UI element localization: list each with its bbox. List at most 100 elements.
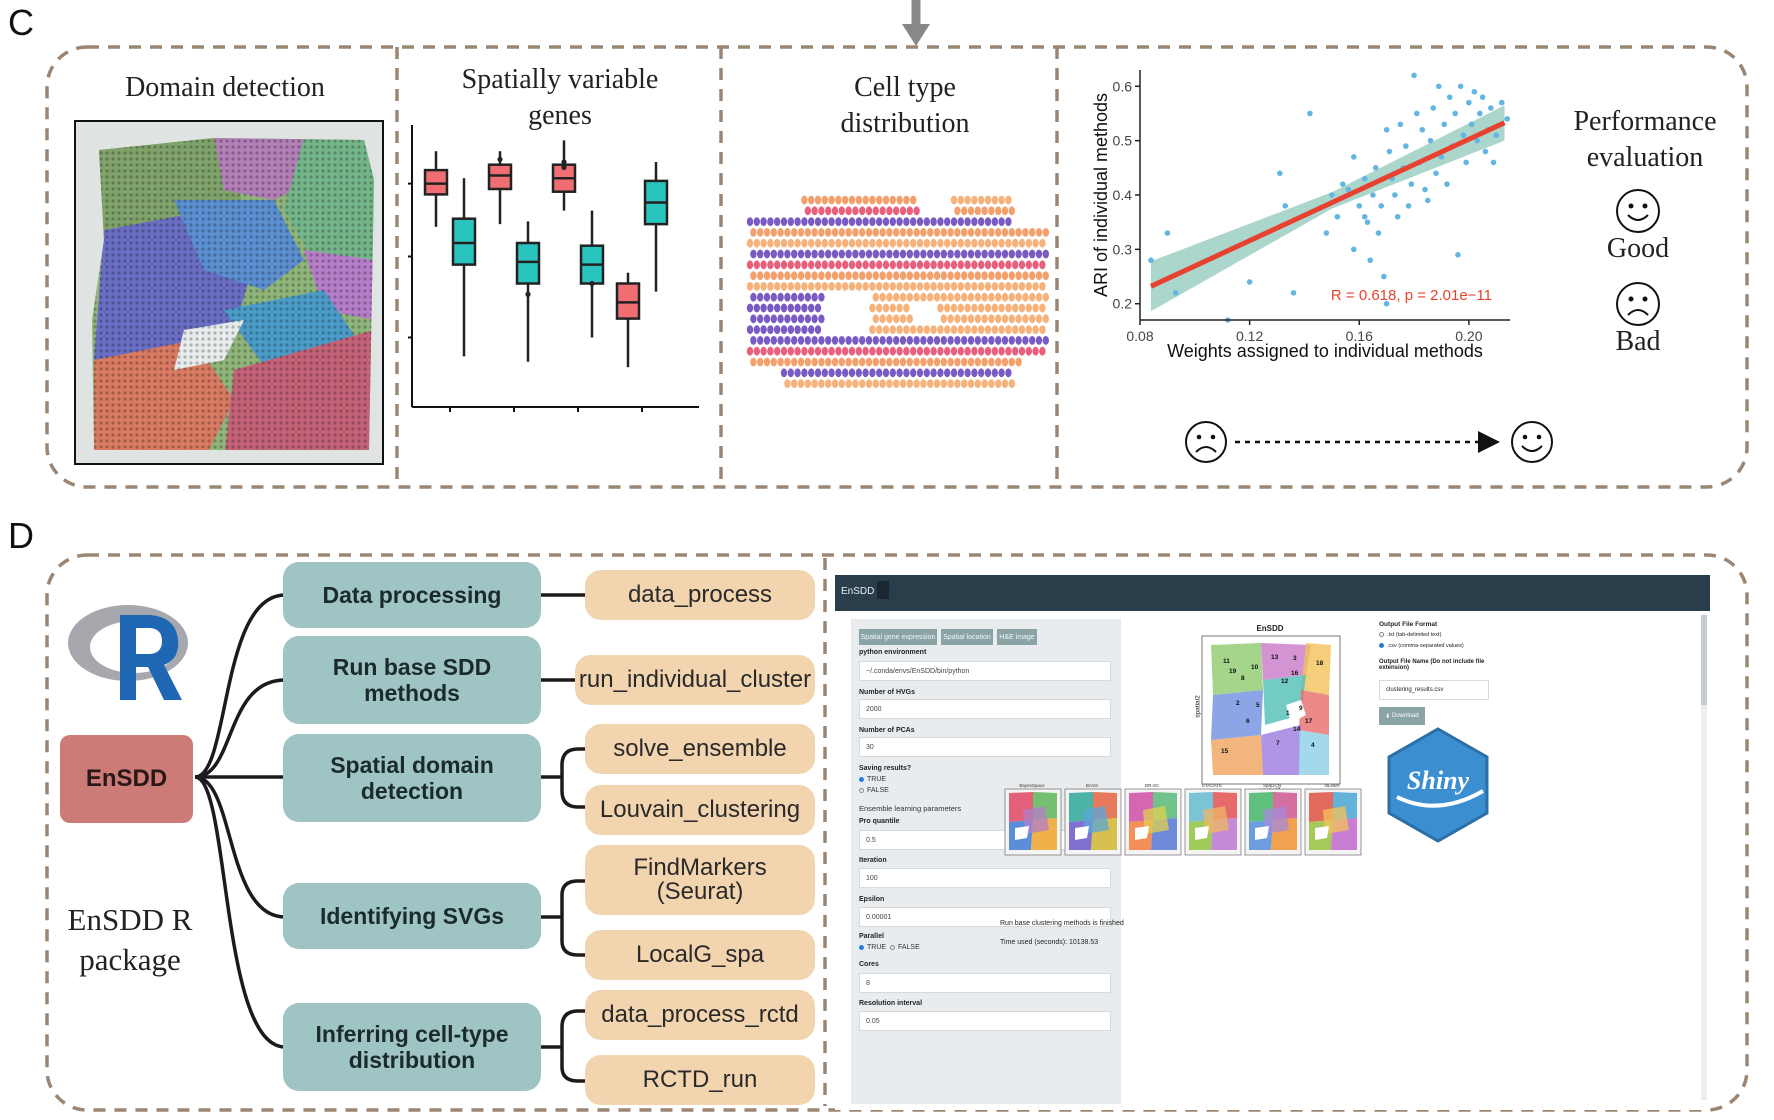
cell-spot — [770, 336, 777, 345]
cell-spot — [791, 228, 798, 237]
saving-true-radio[interactable]: TRUE — [859, 776, 886, 783]
cell-spot — [995, 379, 1002, 388]
cell-spot — [804, 228, 811, 237]
iteration-label: Iteration — [859, 857, 887, 864]
cell-spot — [1042, 292, 1049, 302]
cell-spot — [971, 368, 978, 378]
scatter-point — [1361, 213, 1368, 220]
cell-spot — [767, 346, 774, 356]
tab-he-image[interactable]: H&E image — [997, 629, 1037, 645]
cell-spot — [746, 303, 754, 313]
scatter-x-tick-label: 0.12 — [1236, 328, 1263, 344]
cell-spot — [961, 271, 968, 280]
cell-spot — [1042, 271, 1049, 280]
scatter-point — [1474, 137, 1480, 144]
cell-spot — [974, 228, 981, 237]
cell-spot — [998, 282, 1005, 291]
python-env-input[interactable]: ~/.conda/envs/EnSDD/bin/python — [859, 661, 1111, 681]
cell-spot — [838, 379, 845, 388]
cell-spot — [757, 228, 764, 237]
cell-spot — [906, 206, 913, 216]
cell-spot — [865, 249, 873, 259]
cell-spot — [923, 325, 930, 334]
saving-false-radio[interactable]: FALSE — [859, 787, 889, 794]
domain-detection-title: Domain detection — [125, 72, 325, 103]
cell-spot — [808, 303, 815, 313]
parallel-radio-group[interactable]: TRUE FALSE — [859, 944, 920, 951]
tab-spatial-gene-expression[interactable]: Spatial gene expression — [859, 629, 937, 645]
cell-spot — [899, 379, 907, 388]
scatter-point — [1493, 132, 1500, 139]
cores-input[interactable]: 8 — [859, 973, 1111, 993]
output-format-txt-radio[interactable]: .txt (tab-delimited text) — [1379, 632, 1441, 638]
cell-spot — [814, 238, 822, 248]
cell-spot — [804, 357, 811, 367]
cell-spot — [1042, 336, 1049, 345]
cell-spot — [794, 303, 801, 313]
cell-spot — [777, 357, 784, 367]
download-button[interactable]: ⬇ Download — [1379, 707, 1425, 725]
cell-spot — [1022, 314, 1029, 324]
resolution-input[interactable]: 0.05 — [859, 1011, 1111, 1031]
scatter-point — [1479, 94, 1486, 100]
cell-spot — [855, 238, 862, 248]
boxplot-box — [515, 221, 541, 362]
scatter-point — [1394, 213, 1401, 220]
epsilon-input[interactable]: 0.00001 — [859, 907, 1111, 927]
cell-spot — [981, 357, 988, 367]
cell-spot — [865, 206, 873, 216]
cell-spot — [991, 195, 998, 205]
cell-spot — [998, 325, 1005, 334]
cell-spot — [910, 325, 917, 334]
cell-spot — [906, 249, 913, 259]
cell-spot — [916, 238, 924, 248]
cell-spot — [794, 238, 801, 248]
tab-spatial-location[interactable]: Spatial location — [941, 629, 993, 645]
domain-detection-image — [74, 120, 384, 465]
cell-spot — [869, 346, 876, 356]
cluster-region — [1211, 735, 1263, 775]
cell-spot — [940, 314, 947, 324]
cell-spot — [804, 206, 811, 216]
cell-spot — [876, 195, 883, 205]
iteration-input[interactable]: 100 — [859, 868, 1111, 888]
boxplot-box — [643, 162, 669, 292]
cell-spot — [835, 282, 842, 291]
menu-toggle-button[interactable] — [877, 581, 889, 599]
boxplot-box — [451, 178, 477, 357]
cell-spot — [842, 238, 849, 248]
cell-spot — [981, 379, 988, 388]
scatter-point — [1383, 300, 1390, 307]
app-plot-title: EnSDD — [1256, 624, 1284, 633]
cell-spot — [859, 336, 866, 345]
cell-spot — [865, 357, 873, 367]
pcas-input[interactable]: 30 — [859, 737, 1111, 757]
cell-spot — [920, 292, 927, 302]
cell-spot — [801, 368, 808, 378]
cell-spot — [801, 238, 808, 248]
cell-spot — [916, 217, 924, 226]
hvgs-input[interactable]: 2000 — [859, 699, 1111, 719]
cell-spot — [910, 238, 917, 248]
cell-spot — [961, 228, 968, 237]
cell-spot — [828, 217, 835, 226]
cell-spot — [774, 282, 781, 291]
app-scrollbar[interactable] — [1701, 615, 1707, 1100]
cell-spot — [797, 292, 805, 302]
cell-spot — [984, 346, 992, 356]
output-format-csv-radio[interactable]: .csv (comma-separated values) — [1379, 643, 1464, 649]
cell-spot — [937, 303, 944, 313]
cluster-label: 4 — [1311, 742, 1315, 749]
scatter-point — [1367, 257, 1374, 264]
cell-spot — [750, 228, 757, 237]
cell-spot — [923, 217, 930, 226]
cell-spot — [746, 238, 754, 248]
cell-spot — [1025, 325, 1032, 334]
cell-spot — [978, 260, 985, 270]
cell-spot — [957, 303, 964, 313]
cell-spot — [842, 260, 849, 270]
app-scrollbar-thumb[interactable] — [1701, 615, 1707, 705]
cell-spot — [774, 303, 781, 313]
cell-spot — [1032, 260, 1039, 270]
output-name-input[interactable]: clustering_results.csv — [1379, 680, 1489, 700]
